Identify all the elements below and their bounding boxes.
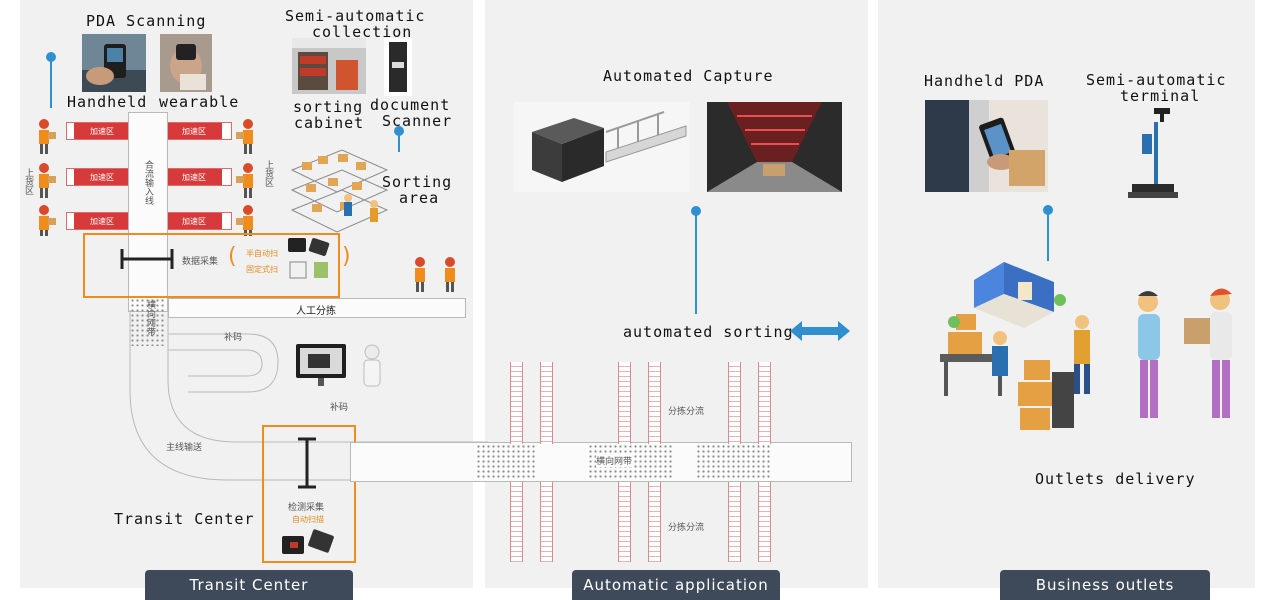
chute-bottom-2 [540,482,553,562]
document-scanner-photo [384,38,412,96]
accel-tag-2: 加速区 [166,123,222,139]
sorting-shelves-illustration [290,149,389,233]
merge-line-label: 合流输入线 [143,160,153,205]
accel-tag-1: 加速区 [74,123,130,139]
pda-scanning-label: PDA Scanning [86,12,207,30]
double-arrow-icon [790,321,850,341]
workers-sorting [415,257,455,292]
semi-auto-terminal-label-2: terminal [1120,87,1201,105]
warehouse-icon [940,262,1090,430]
detection-collection-box [262,425,356,563]
vertical-cross-belt-label: 横向网带 [145,300,155,336]
scanner-devices-icon [288,238,330,279]
semi-auto-collection-label-2: collection [312,23,413,41]
chute-top-4 [648,362,661,444]
transit-center-label: Transit Center [114,510,255,528]
bracket-left: ( [228,244,237,269]
main-conveyor-label: 主线输送 [166,443,203,453]
document-scanner-label-2: Scanner [382,112,453,130]
auto-scan-label: 自动扫描 [292,515,324,524]
bracket-right: ) [342,244,351,269]
accel-tag-4: 加速区 [166,169,222,185]
handheld-pda-label: Handheld PDA [924,72,1045,90]
cross-belt-zone-3 [696,444,772,480]
dimension-marker-vertical-icon [298,437,316,489]
loading-area-left-label: 上货区 [23,168,33,195]
sorting-area-label-1: Sorting [382,173,453,191]
handheld-label: Handheld [67,93,148,111]
handheld-photo [82,34,146,92]
business-panel [878,0,1255,588]
auto-scanner-devices-icon [282,529,334,554]
chute-bottom-4 [648,482,661,562]
tab-business-outlets[interactable]: Business outlets [1000,570,1210,600]
divert-bottom-label: 分拣分流 [668,523,705,533]
semi-auto-collection-label-1: Semi-automatic [285,7,426,25]
pin-dot-outlet [1043,205,1053,215]
automated-sorting-label: automated sorting [623,323,794,341]
cross-belt-horizontal-label: 横向网带 [596,454,633,467]
sorting-area-label-2: area [399,189,440,207]
pin-dot-pda [46,52,56,62]
main-conveyor-curve [129,310,488,481]
capture-tunnel-photo [707,102,842,192]
capture-machine-photo [514,102,690,192]
chute-bottom-6 [758,482,771,562]
workstation-monitor-icon [296,344,381,387]
accel-tag-6: 加速区 [166,213,222,229]
vertical-cross-belt [130,298,166,346]
pin-capture [695,214,697,314]
code-patch-label: 补码 [224,333,243,343]
terminal-stand-icon [1128,108,1178,198]
transit-panel [20,0,473,588]
document-scanner-label-1: document [370,96,451,114]
loading-area-right-label: 上货区 [263,160,273,187]
tab-transit-center[interactable]: Transit Center [145,570,353,600]
data-collection-box [83,233,340,298]
fixed-scan-label: 固定式扫 [246,265,278,274]
cross-belt-zone-1 [476,444,536,480]
pin-scanner [398,134,400,152]
pin-dot-scanner [394,126,404,136]
chute-top-6 [758,362,771,444]
accel-tag-5: 加速区 [74,213,130,229]
detect-collect-label: 检测采集 [288,503,325,513]
wearable-photo [160,34,212,92]
semi-auto-scan-label: 半自动扫 [246,249,278,258]
manual-sorting-line [168,298,466,318]
data-collection-label: 数据采集 [182,257,219,267]
outlets-delivery-label: Outlets delivery [1035,470,1196,488]
sorting-cabinet-label-2: cabinet [294,114,365,132]
sorting-cabinet-photo [292,38,366,94]
pin-dot-capture [691,206,701,216]
automated-capture-label: Automated Capture [603,67,774,85]
chute-top-2 [540,362,553,444]
pin-outlet [1047,213,1049,261]
chute-top-3 [618,362,631,444]
pin-pda [50,60,52,108]
accel-tag-3: 加速区 [74,169,130,185]
workers-right [236,119,253,236]
manual-sorting-label: 人工分拣 [296,306,336,317]
code-patch-station-label: 补码 [330,403,349,413]
chute-top-5 [728,362,741,444]
chute-top-1 [510,362,523,444]
workers-left [39,119,56,236]
chute-bottom-3 [618,482,631,562]
divert-top-label: 分拣分流 [668,407,705,417]
chute-bottom-5 [728,482,741,562]
tab-automatic-application[interactable]: Automatic application [572,570,780,600]
handheld-pda-photo [925,100,1048,192]
semi-auto-terminal-label-1: Semi-automatic [1086,71,1227,89]
dimension-marker-icon [120,249,174,269]
chute-bottom-1 [510,482,523,562]
delivery-couriers-illustration [1138,288,1232,418]
wearable-label: wearable [159,93,240,111]
sorting-cabinet-label-1: sorting [293,98,364,116]
